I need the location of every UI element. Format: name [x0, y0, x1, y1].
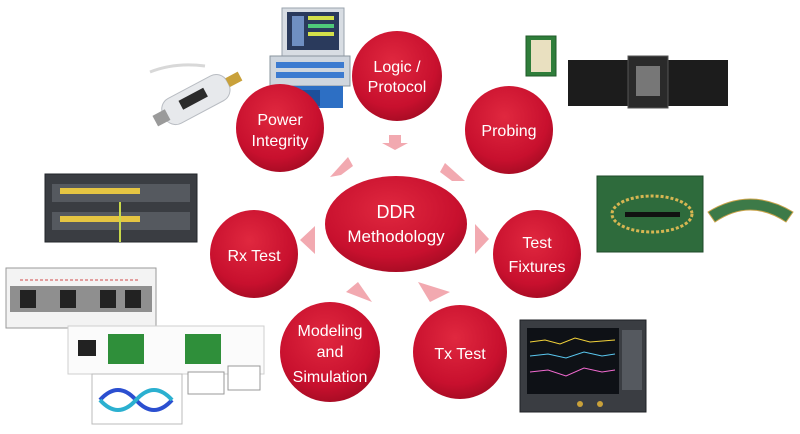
bert-chassis-photo [44, 173, 198, 243]
arrow-to-rx [300, 226, 315, 254]
node-rx-test: Rx Test [210, 210, 298, 298]
power-line2: Integrity [252, 133, 309, 150]
arrow-to-probing [440, 163, 465, 181]
fixtures-line2: Fixtures [509, 259, 566, 276]
modeling-line3: Simulation [293, 369, 368, 386]
arrow-to-modeling [346, 282, 372, 302]
arrow-to-tx [418, 282, 450, 302]
center-line2: Methodology [347, 227, 445, 246]
modeling-line1: Modeling [298, 323, 363, 340]
power-line1: Power [257, 112, 303, 129]
probing-line1: Probing [481, 123, 536, 140]
arrows [300, 135, 489, 302]
probe-interposer-photo [525, 35, 728, 109]
node-test-fixtures: Test Fixtures [493, 210, 581, 298]
center-line1: DDR [377, 202, 416, 222]
arrow-to-power [330, 157, 353, 177]
arrow-to-logic [382, 135, 408, 150]
node-tx-test: Tx Test [413, 305, 507, 399]
rx-line1: Rx Test [227, 248, 281, 265]
simulation-schematic-photo [5, 267, 265, 425]
node-modeling-simulation: Modeling and Simulation [280, 302, 380, 402]
modeling-line2: and [317, 344, 344, 361]
power-probe-photo [149, 63, 243, 127]
logic-analyzer-photo [269, 7, 351, 108]
fixtures-line1: Test [522, 235, 552, 252]
center-node: DDR Methodology [325, 176, 467, 272]
node-probing: Probing [465, 86, 553, 174]
test-fixture-board-photo [596, 175, 794, 253]
oscilloscope-photo [519, 319, 647, 413]
logic-line2: Protocol [368, 79, 427, 96]
logic-line1: Logic / [373, 59, 421, 76]
tx-line1: Tx Test [434, 346, 486, 363]
arrow-to-fixtures [475, 224, 489, 254]
node-power-integrity: Power Integrity [236, 84, 324, 172]
node-logic-protocol: Logic / Protocol [352, 31, 442, 121]
